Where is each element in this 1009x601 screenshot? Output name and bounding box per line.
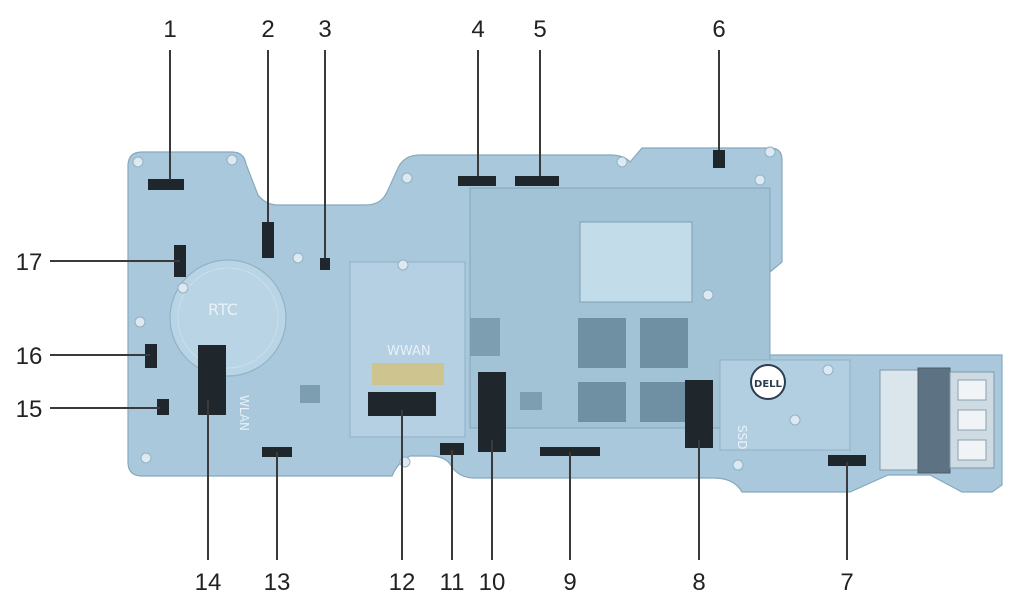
memory-chip-4 [640,382,688,422]
processor-die [579,221,693,303]
connector-3 [320,258,330,270]
callout-17: 17 [16,249,43,276]
callout-5: 5 [533,16,546,43]
connector-1 [148,179,184,190]
wwan-label: WWAN [387,344,431,359]
callout-1: 1 [163,16,176,43]
small-chip-2 [520,392,542,410]
connector-11 [440,443,464,455]
connectors [145,150,866,466]
connector-15 [157,399,169,415]
callout-13: 13 [264,569,291,596]
connector-10 [478,372,506,452]
small-chip-3 [300,385,320,403]
callout-9: 9 [563,569,576,596]
memory-chip-3 [578,382,626,422]
callout-10: 10 [479,569,506,596]
callout-16: 16 [16,343,43,370]
callout-4: 4 [471,16,484,43]
system-board: RTC WWAN WLAN SSD DELL [127,146,1003,493]
connector-2 [262,222,274,258]
memory-chip-1 [578,318,626,368]
io-port-stack [879,367,995,474]
connector-16 [145,344,157,368]
memory-chip-2 [640,318,688,368]
wwan-label-pad [372,363,444,385]
callout-3: 3 [318,16,331,43]
wlan-label: WLAN [237,395,251,431]
mounting-holes [132,146,834,471]
callout-2: 2 [261,16,274,43]
rtc-label: RTC [208,300,238,319]
leader-lines [50,50,848,560]
callout-14: 14 [195,569,222,596]
small-chip-1 [470,318,500,356]
callout-12: 12 [389,569,416,596]
connector-6 [713,150,725,168]
callout-11: 11 [440,569,465,596]
callout-numbers: 1 2 3 4 5 6 7 8 9 10 11 12 13 14 15 16 1… [16,16,854,596]
connector-5 [515,176,559,186]
callout-15: 15 [16,396,43,423]
ssd-label: SSD [735,425,749,449]
connector-7 [828,455,866,466]
callout-7: 7 [840,569,853,596]
connector-14 [198,345,226,415]
dell-logo [750,364,786,400]
connector-4 [458,176,496,186]
callout-6: 6 [712,16,725,43]
callout-8: 8 [692,569,705,596]
connector-9 [540,447,600,456]
dell-logo-text: DELL [754,379,783,390]
connector-8 [685,380,713,448]
